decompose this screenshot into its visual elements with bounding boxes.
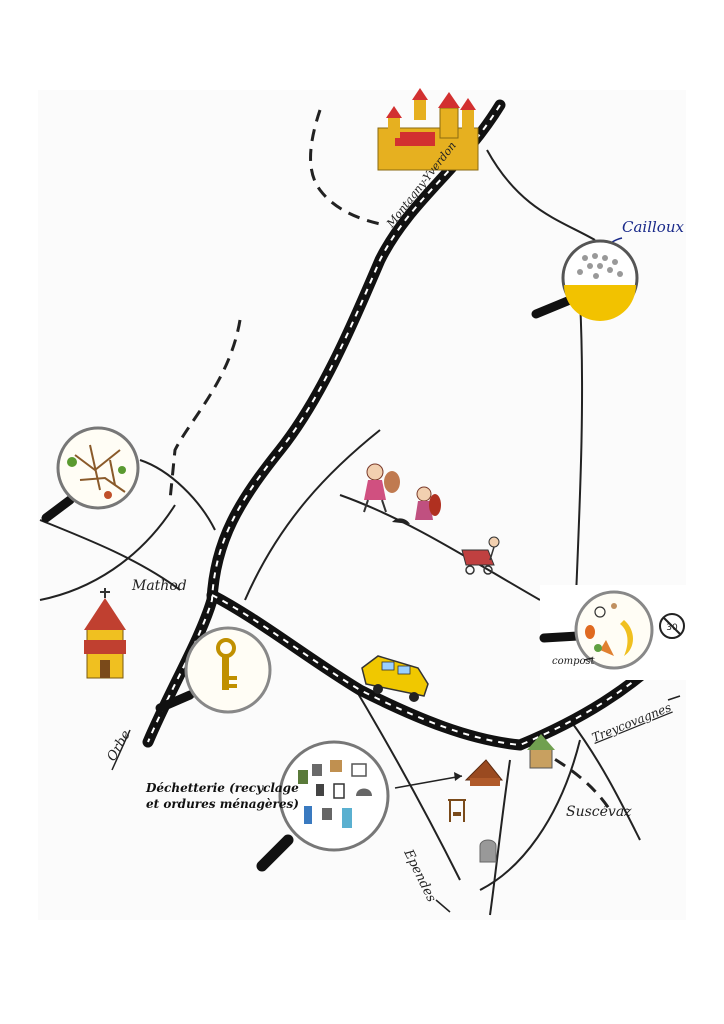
main-roads xyxy=(142,99,681,751)
food-scraps-icon xyxy=(585,603,633,656)
magnifier-lens-dechetterie xyxy=(256,740,390,872)
path-south xyxy=(489,759,511,916)
path-east xyxy=(574,299,584,621)
dechetterie-label-line2: et ordures ménagères) xyxy=(146,797,299,811)
dashed-path-north xyxy=(309,109,386,227)
dechetterie-building-icon xyxy=(464,759,504,786)
no-cycling-sign-icon: 30 xyxy=(659,613,685,639)
ependes-arrow-icon xyxy=(435,899,451,913)
suscevaz-label: Suscévaz xyxy=(566,804,632,820)
path-suscevaz-east xyxy=(569,719,641,841)
car-icon xyxy=(361,655,429,702)
hikers-icon xyxy=(363,463,441,524)
castle-icon xyxy=(377,88,479,171)
path-west-upper xyxy=(39,504,176,601)
path-field-left xyxy=(244,429,381,601)
church-icon xyxy=(84,588,126,679)
dashed-path-southeast xyxy=(519,738,612,811)
magnifier-lens-cailloux xyxy=(531,239,639,321)
dechetterie-label-line1: Déchetterie (recyclage xyxy=(146,781,299,795)
magnifier-lens-compost xyxy=(539,590,654,670)
playground-icon xyxy=(448,799,466,822)
path-to-cailloux xyxy=(486,149,596,241)
magnifier-lens-key xyxy=(155,626,272,714)
branches-icon xyxy=(74,444,126,493)
key-icon xyxy=(216,638,237,690)
orbe-arrow-icon xyxy=(111,729,131,771)
dechetterie-arrow-icon xyxy=(394,775,463,789)
dashed-path-west xyxy=(168,319,242,501)
compost-arrow-icon xyxy=(583,657,593,661)
waste-items-icon xyxy=(298,760,372,828)
arrow-head-icon xyxy=(454,772,462,781)
path-lens-link xyxy=(139,459,216,531)
path-suscevaz xyxy=(479,739,581,891)
treycovagnes-arrow-icon xyxy=(667,695,681,701)
house-icon xyxy=(527,734,555,769)
compost-label: compost xyxy=(552,656,596,667)
dashed-paths xyxy=(168,109,612,811)
pebbles-icon xyxy=(577,253,623,279)
gravestone-icon xyxy=(479,839,497,863)
path-mathod-west xyxy=(39,519,181,591)
svg-text:30: 30 xyxy=(666,623,678,633)
cailloux-label: Cailloux xyxy=(622,218,685,236)
thin-paths xyxy=(39,149,641,916)
magnifier-lens-forest xyxy=(41,426,140,523)
dechetterie-label: Déchetterie (recyclage et ordures ménagè… xyxy=(146,780,306,812)
path-ependes xyxy=(349,679,461,881)
stroller-icon xyxy=(461,536,500,575)
mathod-label: Mathod xyxy=(131,578,187,594)
